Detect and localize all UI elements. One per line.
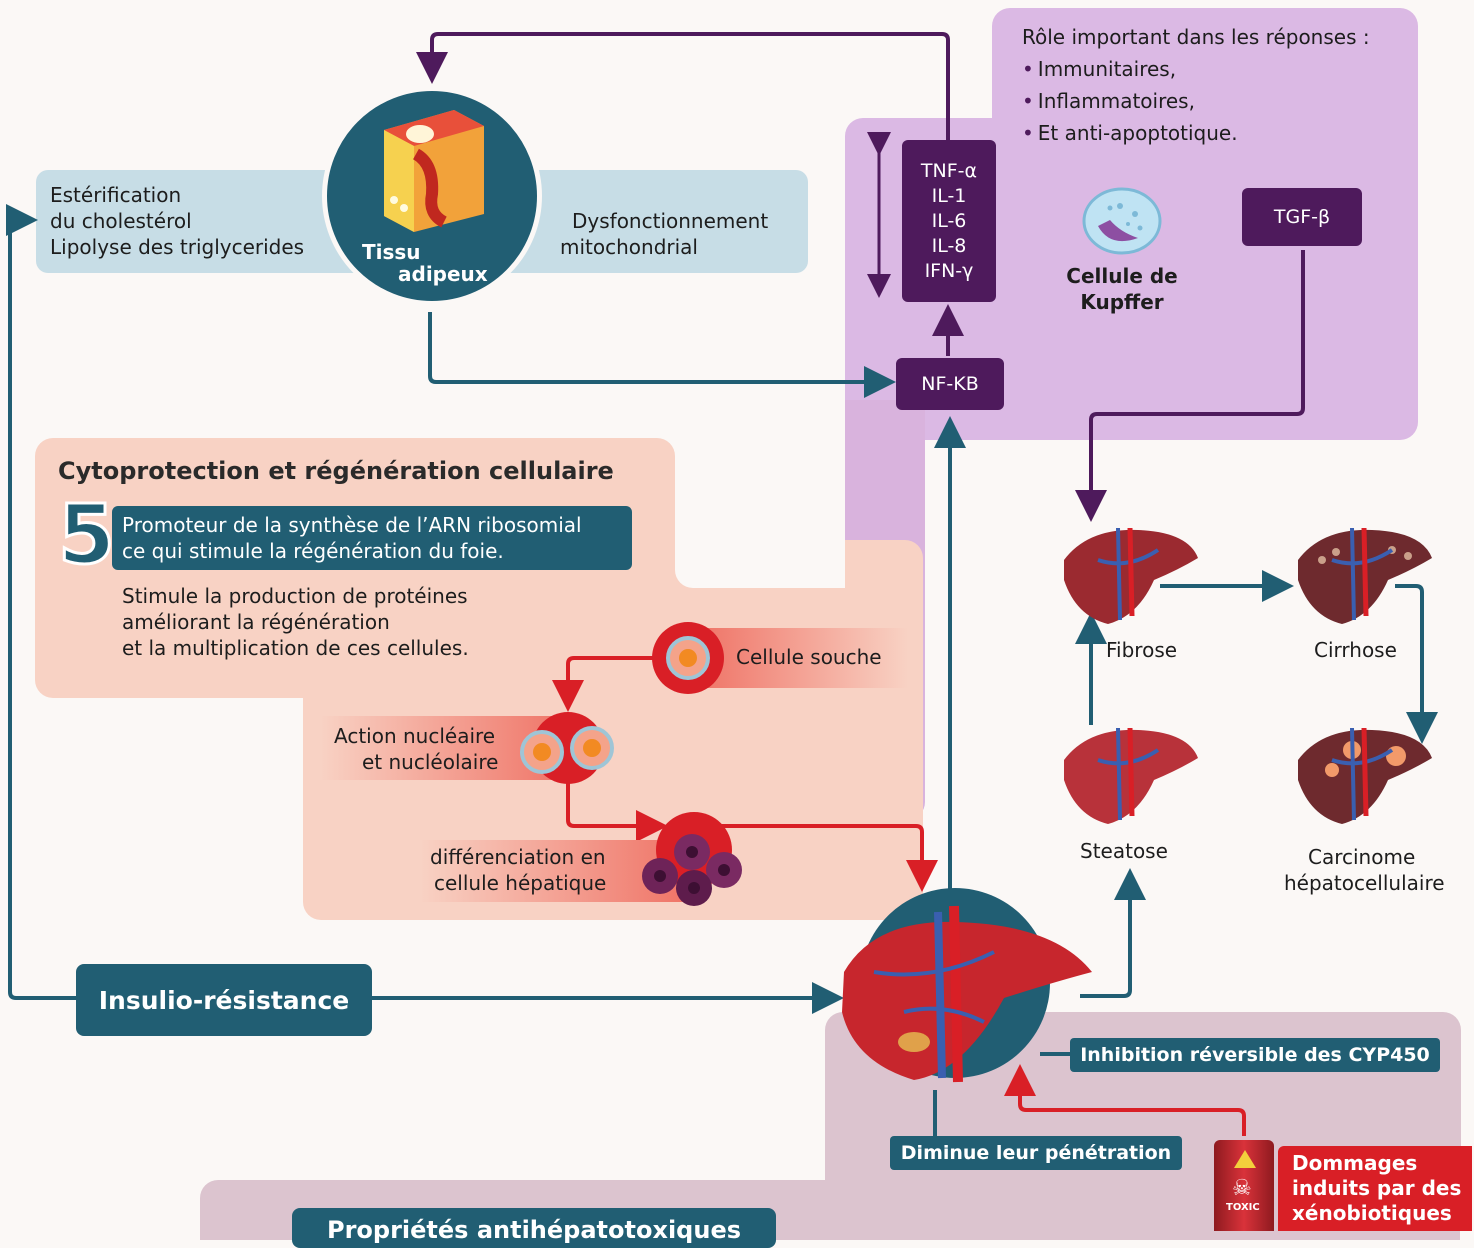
cytoprotection-notch xyxy=(675,438,845,588)
cytoprotection-title: Cytoprotection et régénération cellulair… xyxy=(58,457,614,485)
arrow-adipose-to-nfkb xyxy=(428,312,896,398)
toxic-label: TOXIC xyxy=(1226,1202,1260,1213)
diff-label-1: différenciation en xyxy=(430,845,606,869)
nuclear-cells-icon xyxy=(520,726,614,774)
cytokine-il6: IL-6 xyxy=(931,209,967,232)
rna-line-2: ce qui stimule la régénération du foie. xyxy=(122,539,504,563)
arrow-insulin-to-adipose xyxy=(6,204,78,1000)
xeno-line-1: Dommages xyxy=(1292,1151,1418,1175)
kupffer-label-1: Cellule de xyxy=(1066,264,1178,288)
adipose-tissue-icon xyxy=(384,110,484,232)
carcinome-label-2: hépatocellulaire xyxy=(1284,871,1445,895)
adipose-left-3: Lipolyse des triglycerides xyxy=(50,235,305,259)
adipose-left-2: du cholestérol xyxy=(50,209,192,233)
kupffer-cell-icon xyxy=(1082,187,1162,255)
hepatic-cells-icon xyxy=(642,834,742,906)
nuclear-label-2: et nucléolaire xyxy=(362,750,499,774)
arrow-nuclear-to-diff xyxy=(566,782,668,842)
xeno-line-3: xénobiotiques xyxy=(1292,1201,1452,1225)
toxic-warning-icon xyxy=(1234,1150,1256,1168)
body-line-3: et la multiplication de ces cellules. xyxy=(122,636,469,660)
liver-main-icon xyxy=(842,905,1092,1083)
steatose-label: Steatose xyxy=(1080,839,1168,863)
cyp-label: Inhibition réversible des CYP450 xyxy=(1080,1044,1430,1066)
arrow-diff-to-liver xyxy=(720,824,938,892)
arrow-stem-to-nuclear xyxy=(552,656,656,712)
fibrose-label: Fibrose xyxy=(1106,638,1178,662)
xeno-line-2: induits par des xyxy=(1292,1176,1462,1200)
rna-box: Promoteur de la synthèse de l’ARN riboso… xyxy=(112,506,632,570)
skull-icon: ☠ xyxy=(1232,1176,1252,1201)
diff-label-2: cellule hépatique xyxy=(434,871,607,895)
arrow-cirrhose-to-carcinome xyxy=(1395,584,1438,744)
arrow-cytokines-to-adipose xyxy=(416,32,950,140)
step-number: 5 xyxy=(56,488,116,583)
insulin-resistance-box: Insulio-résistance xyxy=(76,964,372,1036)
carcinome-label-1: Carcinome xyxy=(1308,845,1416,869)
penetration-label: Diminue leur pénétration xyxy=(900,1142,1172,1164)
immune-bullet-2: Inflammatoires, xyxy=(1022,89,1195,114)
arrow-tgf-to-fibrose xyxy=(1075,250,1305,522)
stem-cell-label: Cellule souche xyxy=(736,645,882,669)
adipose-right-2: mitochondrial xyxy=(560,235,698,259)
cyp-box: Inhibition réversible des CYP450 xyxy=(1070,1038,1440,1072)
penetration-box: Diminue leur pénétration xyxy=(890,1136,1182,1170)
tgf-box: TGF-β xyxy=(1242,188,1362,246)
arrow-liver-to-steatose xyxy=(1080,868,1146,998)
nuclear-label-1: Action nucléaire xyxy=(334,724,496,748)
body-line-2: améliorant la régénération xyxy=(122,610,390,634)
antihepatotoxic-title-box: Propriétés antihépatotoxiques xyxy=(292,1208,776,1248)
cytokine-tnf: TNF-α xyxy=(920,159,978,182)
cytokine-box: TNF-α IL-1 IL-6 IL-8 IFN-γ xyxy=(902,140,996,302)
insulin-resistance-label: Insulio-résistance xyxy=(98,985,350,1015)
adipose-left-1: Estérification xyxy=(50,183,182,207)
liver-cirrhose-icon xyxy=(1298,527,1432,624)
liver-carcinome-icon xyxy=(1298,727,1432,824)
immune-heading: Rôle important dans les réponses : xyxy=(1022,25,1370,49)
adipose-label-1: Tissu xyxy=(362,240,421,264)
immune-bullet-1: Immunitaires, xyxy=(1022,57,1176,82)
adipose-right-1: Dysfonctionnement xyxy=(572,209,769,233)
cytokine-il8: IL-8 xyxy=(931,234,967,257)
cytokine-ifn: IFN-γ xyxy=(924,259,974,282)
immune-bullet-3: Et anti-apoptotique. xyxy=(1022,121,1238,146)
body-line-1: Stimule la production de protéines xyxy=(122,584,468,608)
stem-cell-band xyxy=(688,628,908,688)
xeno-box xyxy=(1278,1146,1472,1231)
antihepatotoxic-title: Propriétés antihépatotoxiques xyxy=(327,1216,741,1244)
stem-cell-icon xyxy=(666,636,710,680)
cirrhose-label: Cirrhose xyxy=(1314,638,1397,662)
adipose-label-2: adipeux xyxy=(398,262,488,286)
liver-fibrose-icon xyxy=(1064,527,1198,624)
rna-line-1: Promoteur de la synthèse de l’ARN riboso… xyxy=(122,513,582,537)
kupffer-label-2: Kupffer xyxy=(1080,290,1164,314)
arrow-toxic-to-liver xyxy=(1004,1064,1246,1136)
nfkb-box: NF-KB xyxy=(896,358,1004,410)
cytokine-il1: IL-1 xyxy=(931,184,967,207)
liver-steatose-icon xyxy=(1064,727,1198,824)
